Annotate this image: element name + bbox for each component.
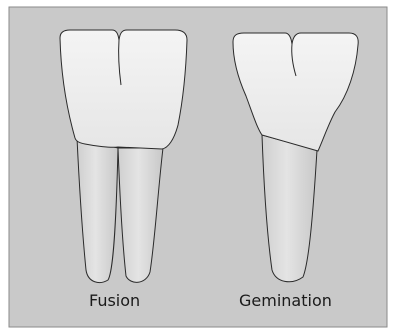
fusion-crown: [60, 30, 187, 149]
gemination-label: Gemination: [239, 291, 332, 310]
fusion-label: Fusion: [89, 291, 140, 310]
